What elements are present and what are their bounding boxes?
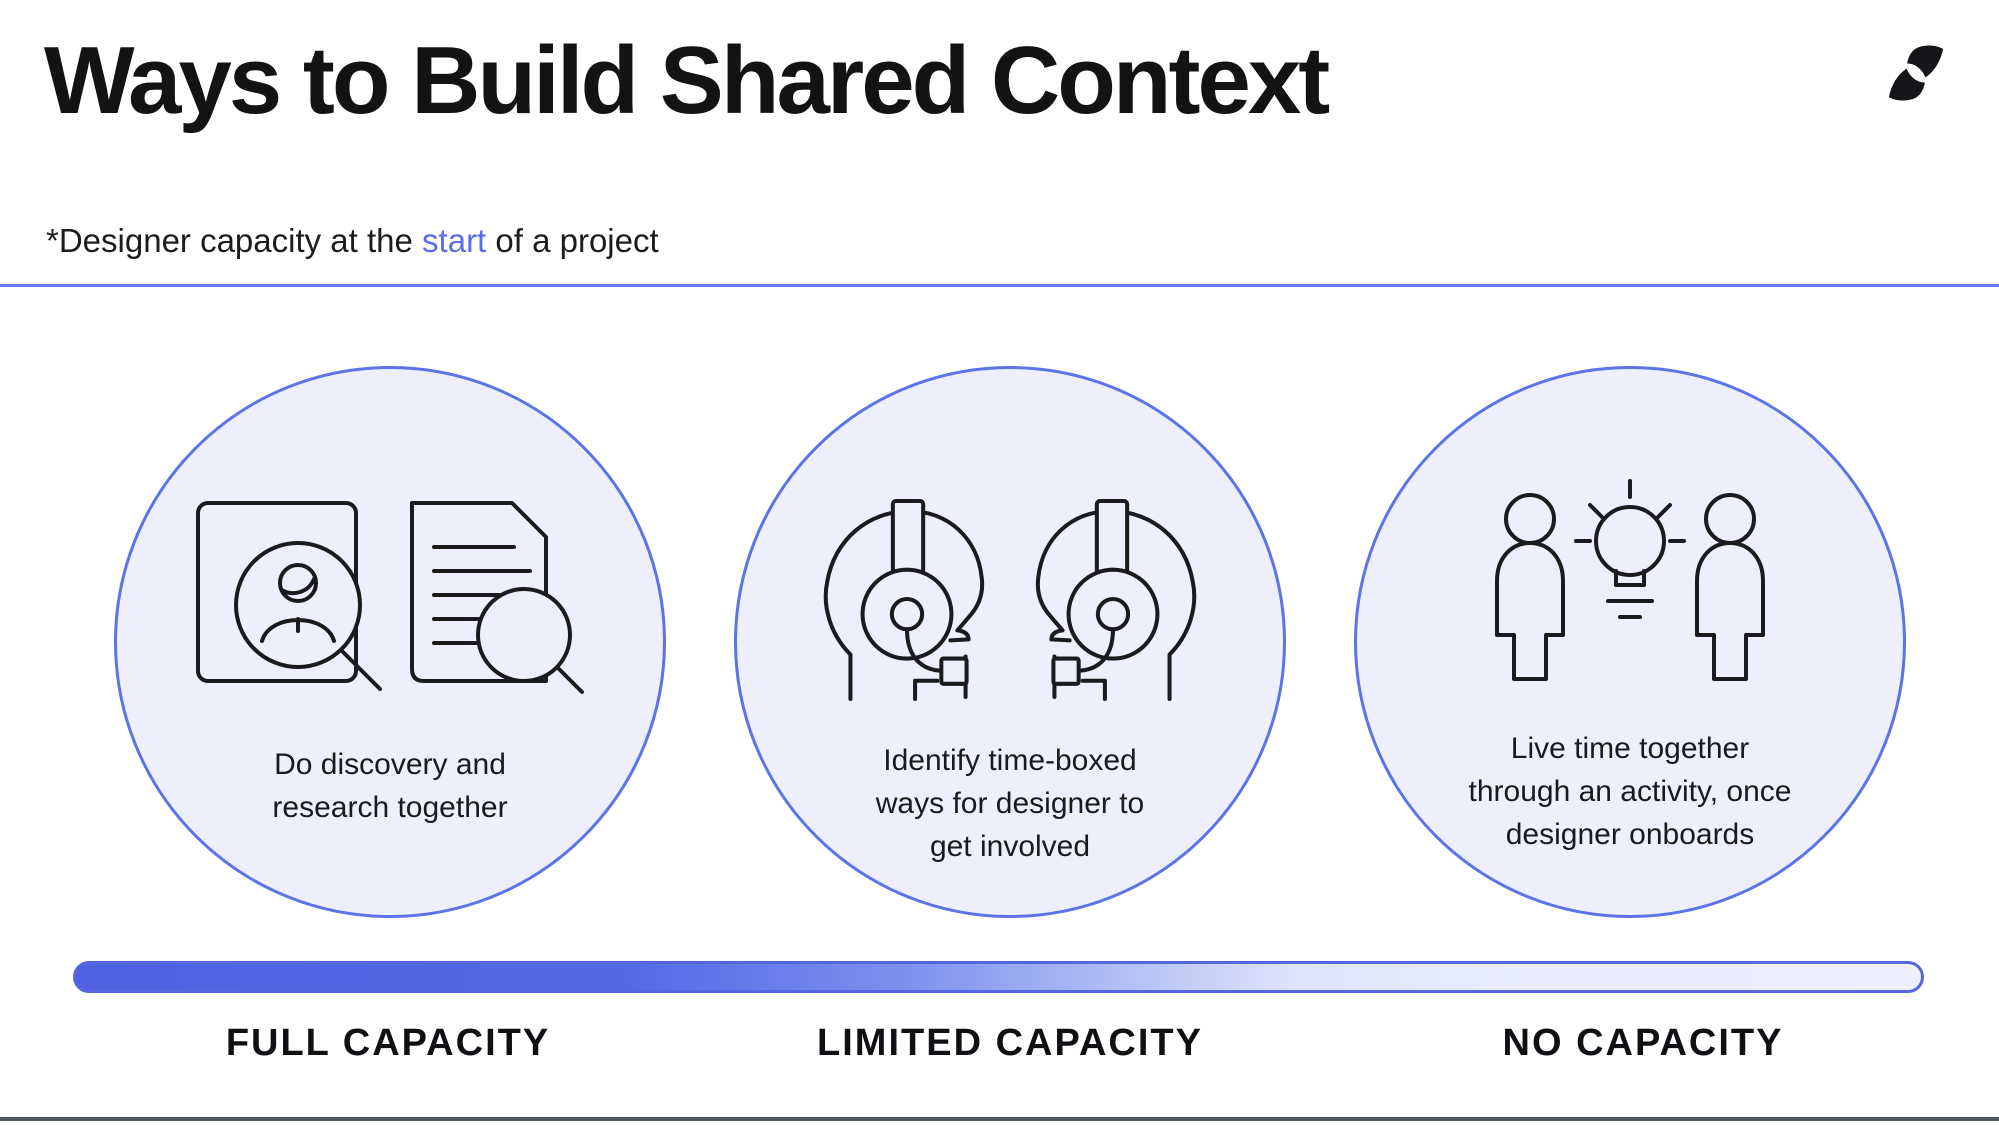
bottom-border	[0, 1117, 1999, 1121]
brand-swirl-logo-icon	[1888, 45, 1944, 101]
capacity-gradient-bar	[73, 961, 1924, 993]
capacity-label-limited: LIMITED CAPACITY	[817, 1022, 1203, 1064]
subtitle-prefix: *Designer capacity at the	[46, 222, 423, 259]
header-divider	[0, 284, 1999, 287]
capacity-circle-limited: Identify time-boxed ways for designer to…	[734, 366, 1286, 918]
page-title: Ways to Build Shared Context	[44, 27, 1330, 134]
headset-conversation-icon	[816, 497, 1204, 703]
circle-label-full: Do discovery and research together	[272, 748, 508, 824]
capacity-circle-full: Do discovery and research together	[114, 366, 666, 918]
subtitle-highlight: start	[422, 222, 487, 259]
discovery-research-icon	[194, 495, 586, 697]
subtitle: *Designer capacity at the start of a pro…	[46, 222, 659, 260]
capacity-label-full: FULL CAPACITY	[225, 1022, 551, 1064]
circle-label-limited: Identify time-boxed ways for designer to…	[875, 744, 1145, 863]
subtitle-suffix: of a project	[486, 222, 659, 259]
capacity-circle-none: Live time together through an activity, …	[1354, 366, 1906, 918]
people-idea-icon	[1480, 471, 1780, 701]
circle-label-none: Live time together through an activity, …	[1468, 732, 1792, 851]
capacity-label-none: NO CAPACITY	[1502, 1022, 1784, 1064]
